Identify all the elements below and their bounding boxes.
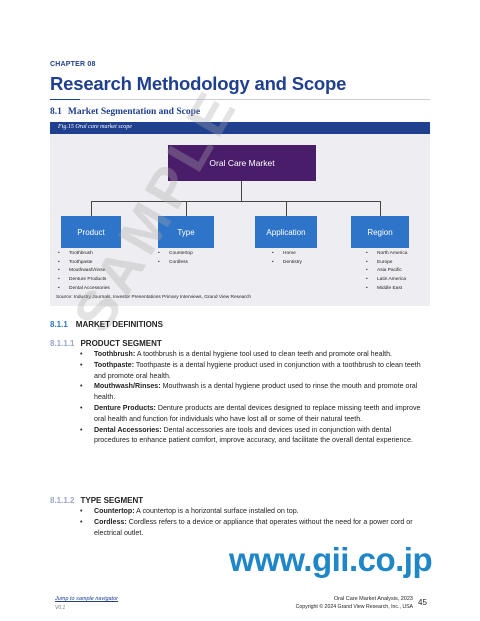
definition-text: A toothbrush is a dental hygiene tool us… [135,350,392,358]
list-item: Dentistry [272,259,302,268]
definitions-number: 8.1.1 [50,320,68,329]
connector-horizontal [91,201,380,202]
list-item: Latin America [366,276,407,285]
diagram-node-type: Type [158,216,214,248]
diagram-root-node: Oral Care Market [168,145,316,181]
definition-item: Toothbrush: A toothbrush is a dental hyg… [78,349,428,360]
list-item: North America [366,250,407,259]
definition-item: Mouthwash/Rinses: Mouthwash is a dental … [78,381,428,403]
connector-application [286,201,287,216]
definition-term: Dental Accessories: [94,425,162,434]
diagram-node-application: Application [255,216,317,248]
definition-term: Countertop: [94,507,135,515]
list-item: Countertop [158,250,193,259]
definition-item: Dental Accessories: Dental accessories a… [78,425,428,447]
section-heading: 8.1 Market Segmentation and Scope [50,107,200,117]
definition-term: Toothbrush: [94,350,136,358]
definition-item: Countertop: A countertop is a horizontal… [78,506,428,517]
product-list: Toothbrush Toothpaste Mouthwash/rinse De… [58,250,110,294]
title-rule [80,99,430,100]
definition-text: Dental accessories are tools and devices… [94,425,413,445]
report-name: Oral Care Market Analysis, 2023 [333,596,413,602]
list-item: Dental Accessories [58,285,110,294]
diagram-node-product: Product [61,216,121,248]
figure-caption: Fig.15 Oral care market scope [58,124,132,130]
definition-term: Cordless: [94,517,127,526]
list-item: Cordless [158,259,193,268]
definition-term: Toothpaste: [94,360,135,369]
product-segment-number: 8.1.1.1 [50,339,75,348]
type-segment-title: TYPE SEGMENT [80,496,144,505]
connector-product [91,201,92,216]
product-segment-heading: 8.1.1.1 PRODUCT SEGMENT [50,339,162,348]
copyright: Copyright © 2024 Grand View Research, In… [295,604,413,610]
list-item: Asia Pacific [366,267,407,276]
diagram-node-region: Region [351,216,409,248]
list-item: Middle East [366,285,407,294]
page-number: 45 [418,598,427,607]
definition-text: Mouthwash is a dental hygiene product us… [94,382,418,402]
definition-item: Toothpaste: Toothpaste is a dental hygie… [78,360,428,382]
definition-item: Denture Products: Denture products are d… [78,403,428,425]
list-item: Toothpaste [58,259,110,268]
list-item: Europe [366,259,407,268]
connector-region [380,201,381,216]
list-item: Mouthwash/rinse [58,267,110,276]
sample-navigator-link[interactable]: Jump to sample navigator [55,596,118,602]
page-title: Research Methodology and Scope [50,73,347,94]
application-list: Home Dentistry [272,250,302,267]
definition-term: Denture Products: [94,403,156,412]
type-segment-number: 8.1.1.2 [50,496,75,505]
product-segment-title: PRODUCT SEGMENT [80,339,162,348]
version-label: V0.1 [55,605,66,611]
region-list: North America Europe Asia Pacific Latin … [366,250,407,294]
title-rule-accent [50,99,80,100]
brand-logo: www.gii.co.jp [229,541,433,578]
product-definitions: Toothbrush: A toothbrush is a dental hyg… [78,349,428,446]
connector-type [186,201,187,216]
definition-text: Toothpaste is a dental hygiene product u… [94,360,421,380]
definitions-heading: 8.1.1 MARKET DEFINITIONS [50,320,163,329]
list-item: Home [272,250,302,259]
definition-item: Cordless: Cordless refers to a device or… [78,517,428,539]
definition-text: A countertop is a horizontal surface ins… [134,507,299,515]
chapter-label: CHAPTER 08 [50,61,96,68]
connector-root [241,181,242,201]
list-item: Denture Products [58,276,110,285]
definition-text: Denture products are dental devices desi… [94,403,421,423]
definition-text: Cordless refers to a device or appliance… [94,517,413,537]
definitions-title: MARKET DEFINITIONS [75,320,163,329]
type-definitions: Countertop: A countertop is a horizontal… [78,506,428,538]
type-list: Countertop Cordless [158,250,193,267]
figure-box: Fig.15 Oral care market scope Oral Care … [50,122,430,306]
definition-term: Mouthwash/Rinses: [94,382,161,391]
section-title: Market Segmentation and Scope [67,107,201,117]
section-number: 8.1 [50,107,62,117]
figure-caption-bar: Fig.15 Oral care market scope [50,122,430,134]
figure-source: Source: Industry Journals, Investor Pres… [56,295,252,300]
list-item: Toothbrush [58,250,110,259]
type-segment-heading: 8.1.1.2 TYPE SEGMENT [50,496,143,505]
